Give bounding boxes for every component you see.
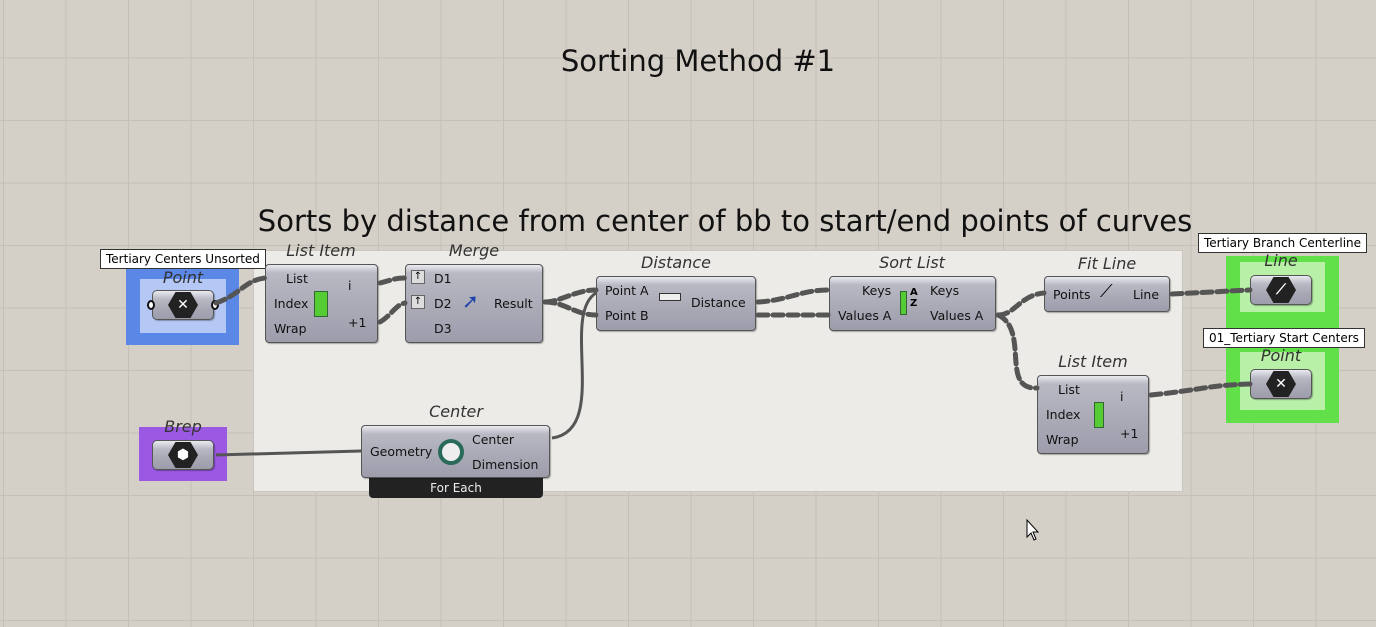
input-point-a[interactable]: Point A (605, 283, 649, 298)
list-item-icon (314, 291, 328, 317)
input-d3[interactable]: D3 (434, 321, 452, 336)
distance-label: Distance (641, 253, 711, 272)
port[interactable] (211, 300, 219, 310)
input-d2[interactable]: D2 (434, 296, 452, 311)
point-output-label: Point (1260, 346, 1302, 365)
canvas-title: Sorting Method #1 (560, 44, 836, 78)
output-i[interactable]: i (348, 278, 352, 293)
merge-icon: ➚ (462, 289, 479, 313)
tooltip-start-centers: 01_Tertiary Start Centers (1203, 328, 1365, 348)
brep-param[interactable]: ⬢ (152, 440, 214, 470)
output-center[interactable]: Center (472, 432, 515, 447)
input-index[interactable]: Index (1046, 407, 1081, 422)
list-item-label: List Item (286, 241, 356, 260)
point-output-param[interactable]: ✕ (1250, 369, 1312, 399)
line-output-param[interactable]: ⟋ (1250, 275, 1312, 305)
arrow-up-icon[interactable]: ↑ (411, 295, 425, 309)
point-input-param[interactable]: ✕ (152, 290, 214, 320)
for-each-badge: For Each (369, 476, 543, 498)
line-output-label: Line (1264, 251, 1298, 270)
port[interactable] (147, 300, 155, 310)
output-distance[interactable]: Distance (691, 295, 746, 310)
output-keys[interactable]: Keys (930, 283, 960, 298)
list-item-2-component[interactable]: List Index Wrap i +1 (1037, 375, 1149, 454)
fit-line-component[interactable]: Points ⟋ Line (1044, 276, 1170, 312)
input-list[interactable]: List (1058, 382, 1080, 397)
point-input-label: Point (162, 268, 204, 287)
merge-label: Merge (448, 241, 500, 260)
arrow-up-icon[interactable]: ↑ (411, 270, 425, 284)
sort-icon (900, 291, 907, 315)
list-item-icon (1094, 402, 1104, 428)
sort-list-label: Sort List (879, 253, 945, 272)
input-d1[interactable]: D1 (434, 271, 452, 286)
canvas-subtitle: Sorts by distance from center of bb to s… (257, 204, 1193, 238)
output-values-a[interactable]: Values A (930, 308, 984, 323)
brep-label: Brep (164, 417, 202, 436)
point-icon: ✕ (168, 292, 198, 318)
input-values-a[interactable]: Values A (838, 308, 892, 323)
center-icon (438, 439, 464, 465)
input-wrap[interactable]: Wrap (274, 321, 307, 336)
input-list[interactable]: List (286, 271, 308, 286)
ruler-icon (659, 293, 681, 301)
merge-component[interactable]: D1 D2 D3 ↑ ↑ ➚ Result (405, 264, 543, 343)
output-plus1[interactable]: +1 (1120, 426, 1139, 441)
input-geometry[interactable]: Geometry (370, 444, 433, 459)
fit-line-icon: ⟋ (1100, 281, 1113, 302)
fit-line-label: Fit Line (1077, 254, 1137, 273)
center-component[interactable]: Geometry Center Dimension (361, 425, 550, 478)
input-point-b[interactable]: Point B (605, 308, 649, 323)
input-keys[interactable]: Keys (862, 283, 892, 298)
output-dimension[interactable]: Dimension (472, 457, 539, 472)
list-item-2-label: List Item (1058, 352, 1128, 371)
brep-icon: ⬢ (168, 442, 198, 468)
distance-component[interactable]: Point A Point B Distance (596, 276, 756, 331)
output-i[interactable]: i (1120, 389, 1124, 404)
line-icon: ⟋ (1266, 277, 1296, 303)
center-label: Center (429, 402, 483, 421)
output-plus1[interactable]: +1 (348, 315, 367, 330)
input-index[interactable]: Index (274, 296, 309, 311)
tooltip-tertiary-centers-unsorted: Tertiary Centers Unsorted (100, 249, 266, 269)
tooltip-branch-centerline: Tertiary Branch Centerline (1198, 233, 1368, 253)
output-result[interactable]: Result (494, 296, 533, 311)
input-wrap[interactable]: Wrap (1046, 432, 1079, 447)
list-item-component[interactable]: List Index Wrap i +1 (265, 264, 378, 343)
point-icon: ✕ (1266, 371, 1296, 397)
output-line[interactable]: Line (1133, 287, 1160, 302)
input-points[interactable]: Points (1053, 287, 1091, 302)
